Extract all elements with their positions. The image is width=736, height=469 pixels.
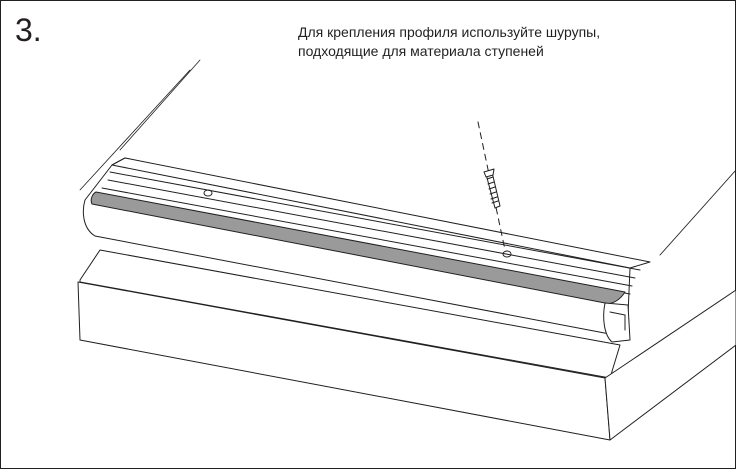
profile-groove-2	[107, 179, 636, 279]
profile-end-lip	[609, 311, 626, 331]
screw-hole-2	[502, 250, 512, 258]
screw-hole-1	[203, 189, 213, 197]
screw-guide-line	[477, 121, 506, 251]
instruction-text: Для крепления профиля используйте шурупы…	[298, 23, 718, 61]
instruction-line-1: Для крепления профиля используйте шурупы…	[298, 24, 601, 40]
step-number: 3.	[15, 12, 42, 48]
screw-icon	[483, 168, 501, 209]
tread-surface	[79, 59, 201, 191]
profile-top-plane	[111, 157, 651, 269]
profile-groove-3	[101, 187, 633, 287]
tread-side-face	[604, 289, 736, 441]
profile-groove-1	[109, 171, 641, 271]
tread-block	[79, 249, 621, 379]
tread-right-edge	[659, 169, 736, 256]
instruction-line-2: подходящие для материала ступеней	[298, 43, 544, 59]
profile-end-cap	[603, 302, 631, 343]
